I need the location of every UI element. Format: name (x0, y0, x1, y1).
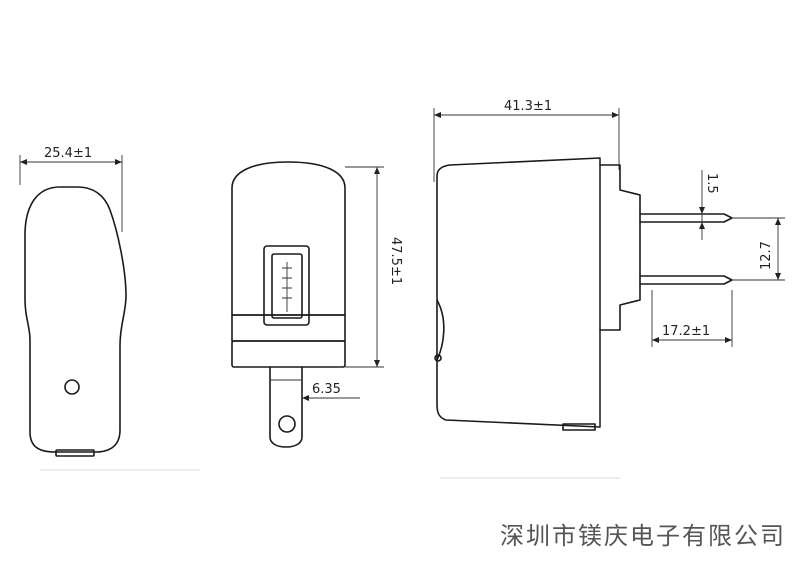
company-watermark: 深圳市镁庆电子有限公司 (500, 522, 786, 550)
profile-view: 41.3±1 1.5 12.7 17.2±1 (433, 99, 785, 431)
front-body-outline (24, 186, 127, 453)
side-plug-pin (269, 366, 303, 448)
side-base (231, 340, 346, 368)
side-body-outline (231, 161, 346, 316)
profile-base-tab (562, 423, 596, 431)
led-indicator (64, 379, 80, 395)
dim-arrows (302, 395, 309, 401)
profile-body-outline (436, 157, 601, 428)
profile-notch (434, 354, 442, 362)
dim-pin-length: 17.2±1 (662, 324, 710, 339)
dim-body-length: 41.3±1 (504, 99, 552, 114)
dim-front-width: 25.4±1 (44, 146, 92, 161)
front-view: 25.4±1 (19, 146, 127, 457)
dim-side-height: 47.5±1 (388, 237, 403, 285)
side-mid-band (231, 314, 346, 342)
dim-arrows (699, 207, 705, 229)
side-view: 47.5±1 6.35 (231, 161, 403, 448)
dim-arrows (775, 218, 781, 280)
dim-pin-thickness: 1.5 (704, 173, 719, 194)
usb-port (263, 245, 310, 326)
front-base-tab (55, 449, 95, 457)
profile-curve (436, 299, 445, 361)
dim-pin-offset: 6.35 (312, 382, 341, 397)
dim-pin-spacing: 12.7 (759, 241, 774, 270)
profile-pins (639, 213, 733, 285)
plug-face (599, 164, 641, 331)
